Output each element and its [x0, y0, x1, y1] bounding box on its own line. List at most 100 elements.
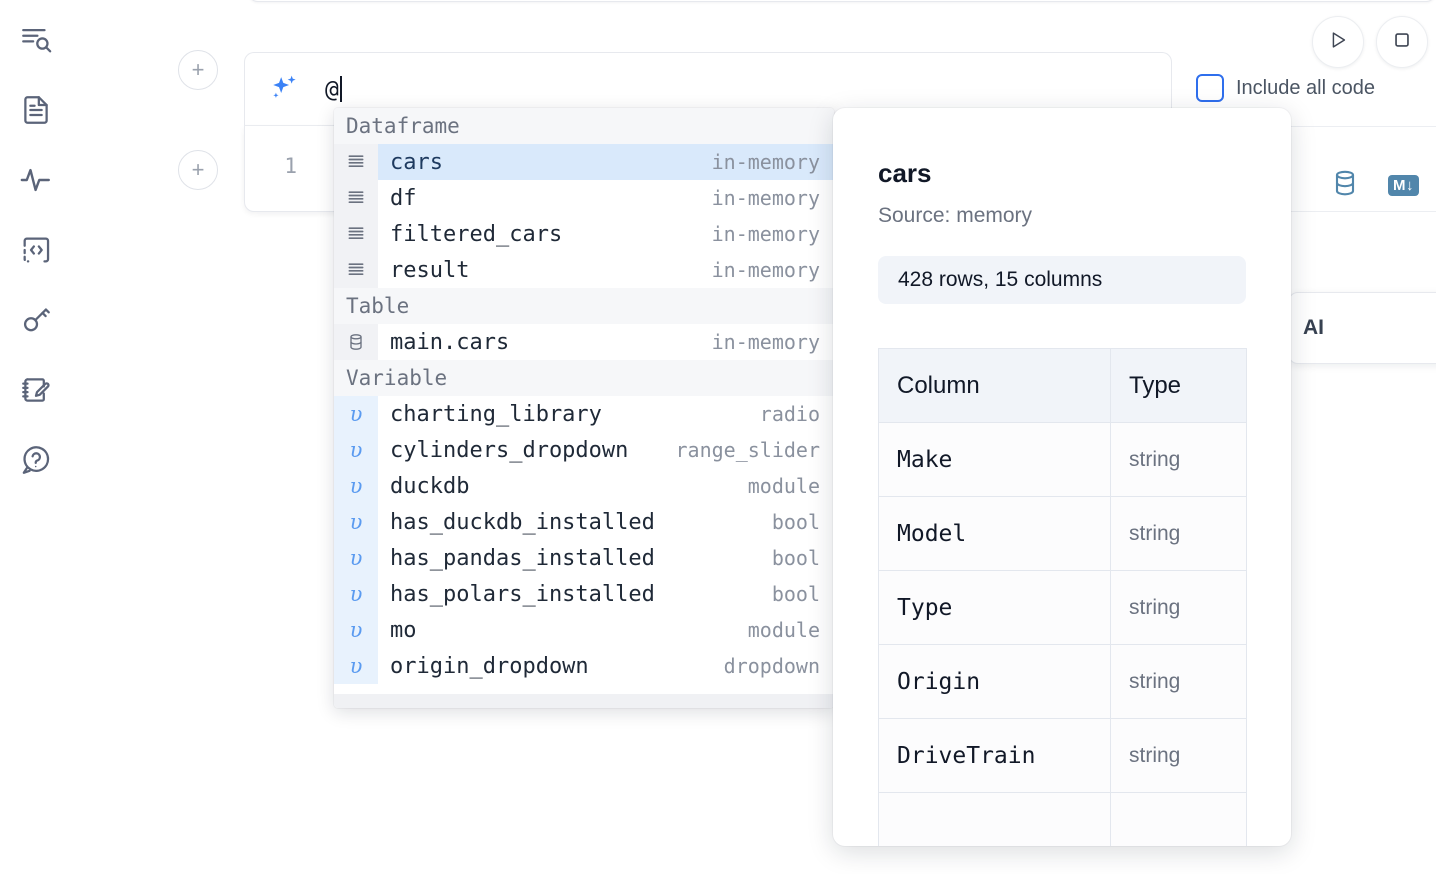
- text-caret: [339, 75, 342, 102]
- autocomplete-item-label: mo: [390, 617, 417, 643]
- table-row-partial: [878, 792, 1247, 846]
- schema-column-type: string: [1110, 570, 1247, 645]
- activity-pulse-icon[interactable]: [14, 158, 58, 202]
- autocomplete-item-label: filtered_cars: [390, 221, 563, 247]
- include-all-code-row[interactable]: Include all code: [1196, 74, 1375, 102]
- markdown-icon[interactable]: M↓: [1388, 175, 1419, 196]
- database-table-icon: [334, 324, 378, 360]
- column-header-type: Type: [1110, 348, 1247, 423]
- add-cell-above-button[interactable]: +: [178, 50, 218, 90]
- schema-column-name: DriveTrain: [878, 718, 1111, 793]
- autocomplete-item-label: has_duckdb_installed: [390, 509, 655, 535]
- autocomplete-item-charting-library[interactable]: υ charting_library radio: [334, 396, 834, 432]
- autocomplete-item-label: cars: [390, 149, 443, 175]
- variable-glyph-icon: υ: [334, 432, 378, 468]
- variable-glyph-icon: υ: [334, 468, 378, 504]
- autocomplete-item-main-cars[interactable]: main.cars in-memory: [334, 324, 834, 360]
- autocomplete-item-df[interactable]: df in-memory: [334, 180, 834, 216]
- autocomplete-scroll-clip: [334, 694, 834, 708]
- autocomplete-item-label: has_polars_installed: [390, 581, 655, 607]
- autocomplete-item-type: in-memory: [711, 186, 820, 210]
- autocomplete-item-label: df: [390, 185, 417, 211]
- autocomplete-item-type: radio: [759, 402, 820, 426]
- stop-square-icon: [1391, 29, 1413, 56]
- column-header-column: Column: [878, 348, 1111, 423]
- autocomplete-item-label: result: [390, 257, 470, 283]
- add-cell-below-button[interactable]: +: [178, 150, 218, 190]
- ai-prompt-input[interactable]: @: [325, 75, 342, 103]
- include-all-code-label: Include all code: [1236, 76, 1375, 99]
- stop-cell-button[interactable]: [1376, 16, 1428, 68]
- autocomplete-item-type: in-memory: [711, 150, 820, 174]
- code-brackets-icon[interactable]: [14, 228, 58, 272]
- autocomplete-item-label: main.cars: [390, 329, 510, 355]
- autocomplete-item-type: bool: [771, 582, 820, 606]
- autocomplete-item-label: duckdb: [390, 473, 470, 499]
- ai-prompt-value: @: [325, 76, 339, 103]
- file-explorer-search-icon[interactable]: [14, 18, 58, 62]
- detail-shape-badge: 428 rows, 15 columns: [878, 256, 1246, 304]
- autocomplete-item-type: in-memory: [711, 222, 820, 246]
- document-icon[interactable]: [14, 88, 58, 132]
- schema-column-name: Origin: [878, 644, 1111, 719]
- plus-icon: +: [191, 157, 205, 182]
- variable-glyph-icon: υ: [334, 396, 378, 432]
- notebook-edit-icon[interactable]: [14, 368, 58, 412]
- variable-glyph-icon: υ: [334, 576, 378, 612]
- schema-column-type: string: [1110, 422, 1247, 497]
- detail-title: cars: [878, 158, 932, 188]
- table-header-row: Column Type: [878, 348, 1247, 423]
- autocomplete-item-type: bool: [771, 510, 820, 534]
- help-chat-icon[interactable]: [14, 438, 58, 482]
- variable-glyph-icon: υ: [334, 648, 378, 684]
- dataframe-detail-popover: cars Source: memory 428 rows, 15 columns…: [833, 108, 1291, 846]
- autocomplete-item-type: range_slider: [675, 438, 821, 462]
- line-number: 1: [284, 154, 297, 178]
- autocomplete-item-type: bool: [771, 546, 820, 570]
- autocomplete-item-type: module: [747, 618, 820, 642]
- schema-column-type: string: [1110, 644, 1247, 719]
- autocomplete-item-cylinders-dropdown[interactable]: υ cylinders_dropdown range_slider: [334, 432, 834, 468]
- include-all-code-checkbox[interactable]: [1196, 74, 1224, 102]
- autocomplete-item-has-duckdb-installed[interactable]: υ has_duckdb_installed bool: [334, 504, 834, 540]
- variable-glyph-icon: υ: [334, 612, 378, 648]
- autocomplete-group-header: Dataframe: [334, 108, 834, 144]
- play-icon: [1327, 29, 1349, 56]
- variable-glyph-icon: υ: [334, 504, 378, 540]
- autocomplete-item-label: origin_dropdown: [390, 653, 589, 679]
- autocomplete-item-label: has_pandas_installed: [390, 545, 655, 571]
- autocomplete-item-type: in-memory: [711, 330, 820, 354]
- autocomplete-item-cars[interactable]: cars in-memory: [334, 144, 834, 180]
- detail-source: Source: memory: [878, 204, 1033, 227]
- previous-cell: [248, 0, 1436, 2]
- ai-assist-pill[interactable]: AI: [1288, 292, 1436, 364]
- key-icon[interactable]: [14, 298, 58, 342]
- schema-column-type: [1110, 792, 1247, 846]
- left-icon-rail: [0, 0, 72, 874]
- cell-run-toolbar: [1312, 16, 1436, 68]
- database-icon[interactable]: [1330, 168, 1360, 203]
- autocomplete-item-result[interactable]: result in-memory: [334, 252, 834, 288]
- autocomplete-item-has-polars-installed[interactable]: υ has_polars_installed bool: [334, 576, 834, 612]
- autocomplete-item-label: cylinders_dropdown: [390, 437, 629, 463]
- autocomplete-item-filtered-cars[interactable]: filtered_cars in-memory: [334, 216, 834, 252]
- schema-column-name: Type: [878, 570, 1111, 645]
- autocomplete-item-label: charting_library: [390, 401, 602, 427]
- autocomplete-item-has-pandas-installed[interactable]: υ has_pandas_installed bool: [334, 540, 834, 576]
- sparkle-icon: [267, 72, 301, 106]
- run-cell-button[interactable]: [1312, 16, 1364, 68]
- autocomplete-item-type: module: [747, 474, 820, 498]
- variable-glyph-icon: υ: [334, 540, 378, 576]
- autocomplete-item-type: in-memory: [711, 258, 820, 282]
- dataframe-rows-icon: [334, 216, 378, 252]
- schema-column-name: Model: [878, 496, 1111, 571]
